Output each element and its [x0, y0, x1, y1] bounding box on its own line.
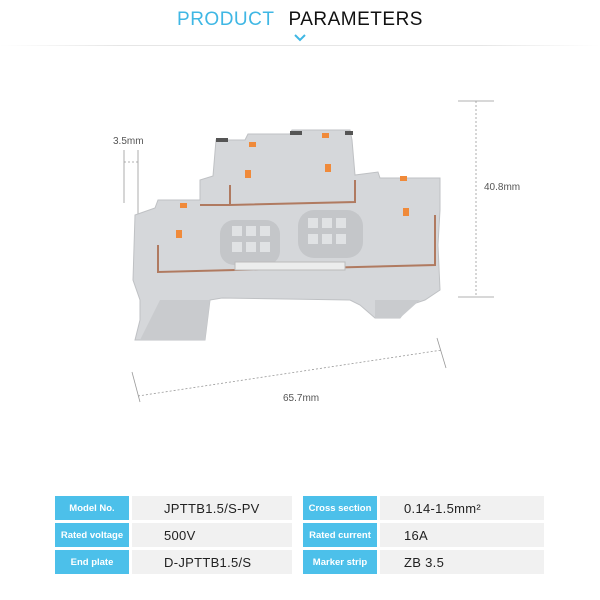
spec-label: Marker strip — [303, 550, 377, 574]
spec-value: D-JPTTB1.5/S — [132, 550, 292, 574]
dimension-length: 65.7mm — [283, 393, 320, 404]
dimension-marker-width: 3.5mm — [113, 136, 144, 147]
table-row: Rated voltage 500V Rated current 16A — [55, 523, 544, 547]
spec-label: Rated voltage — [55, 523, 129, 547]
title-parameters: PARAMETERS — [288, 9, 423, 30]
title-divider — [0, 45, 600, 46]
spec-label: End plate — [55, 550, 129, 574]
spec-label: Model No. — [55, 496, 129, 520]
spec-label: Cross section — [303, 496, 377, 520]
dimension-lines — [123, 100, 494, 403]
spec-table: Model No. JPTTB1.5/S-PV Cross section 0.… — [52, 493, 547, 577]
spec-value: 16A — [380, 523, 544, 547]
spec-value: 500V — [132, 523, 292, 547]
spec-label: Rated current — [303, 523, 377, 547]
title-product: PRODUCT — [177, 9, 275, 30]
chevron-down-icon — [294, 34, 306, 42]
spec-value: JPTTB1.5/S-PV — [132, 496, 292, 520]
spec-value: 0.14-1.5mm² — [380, 496, 544, 520]
spec-value: ZB 3.5 — [380, 550, 544, 574]
section-title: PRODUCT PARAMETERS — [0, 9, 600, 31]
table-row: End plate D-JPTTB1.5/S Marker strip ZB 3… — [55, 550, 544, 574]
dimension-height: 40.8mm — [484, 182, 521, 193]
terminal-block-image — [123, 100, 494, 403]
table-row: Model No. JPTTB1.5/S-PV Cross section 0.… — [55, 496, 544, 520]
